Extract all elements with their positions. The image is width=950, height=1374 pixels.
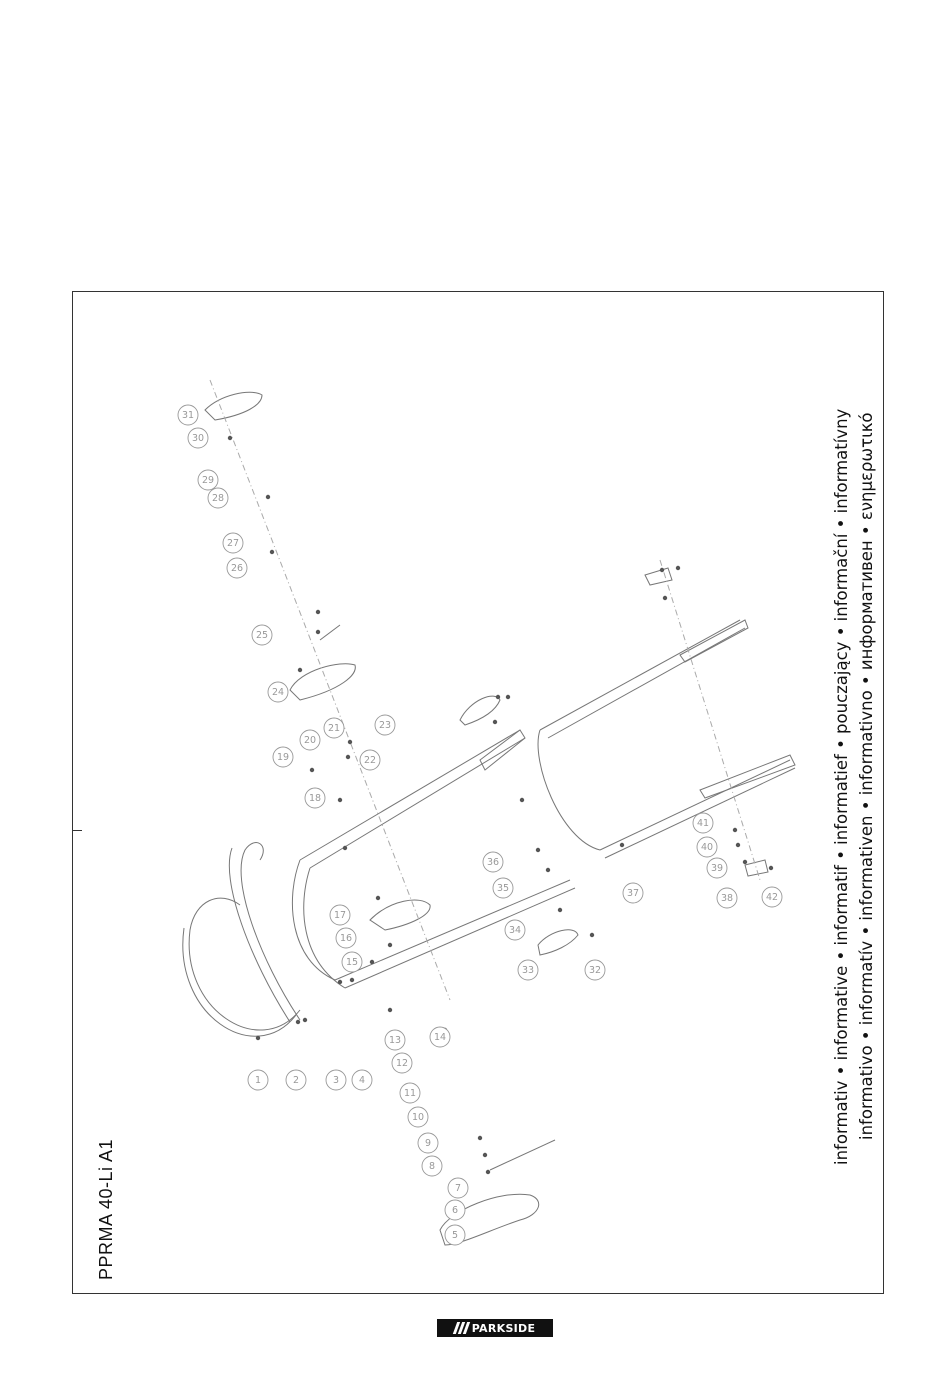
svg-text:10: 10	[412, 1112, 424, 1123]
informative-line-2: informativo • informatív • informativen …	[857, 412, 876, 1140]
svg-text:5: 5	[452, 1230, 458, 1241]
svg-text:20: 20	[304, 735, 316, 746]
callout-7: 7	[447, 1177, 469, 1199]
diagram-frame	[72, 291, 884, 1294]
svg-text:40: 40	[701, 842, 713, 853]
svg-text:1: 1	[255, 1075, 261, 1086]
callout-30: 30	[187, 427, 209, 449]
callout-12: 12	[391, 1052, 413, 1074]
svg-text:23: 23	[379, 720, 391, 731]
part-callouts: 1 2 3 4 5 6 7 8 9 10 11 12 13 14 15 16 1…	[177, 404, 783, 1246]
callout-34: 34	[504, 919, 526, 941]
svg-text:39: 39	[711, 863, 723, 874]
svg-text:26: 26	[231, 563, 243, 574]
callout-35: 35	[492, 877, 514, 899]
svg-text:8: 8	[429, 1161, 435, 1172]
callout-6: 6	[444, 1199, 466, 1221]
svg-text:12: 12	[396, 1058, 408, 1069]
callout-18: 18	[304, 787, 326, 809]
svg-text:24: 24	[272, 687, 284, 698]
informative-line-1: informativ • informative • informatif • …	[832, 408, 851, 1165]
brand-name: PARKSIDE	[471, 1321, 536, 1335]
svg-text:18: 18	[309, 793, 321, 804]
svg-text:19: 19	[277, 752, 289, 763]
svg-text:33: 33	[522, 965, 534, 976]
svg-text:25: 25	[256, 630, 268, 641]
svg-text:21: 21	[328, 723, 340, 734]
frame-tick-mark	[72, 830, 82, 831]
callout-9: 9	[417, 1132, 439, 1154]
svg-text:4: 4	[359, 1075, 365, 1086]
callout-13: 13	[384, 1029, 406, 1051]
callout-20: 20	[299, 729, 321, 751]
svg-text:27: 27	[227, 538, 239, 549]
callout-36: 36	[482, 851, 504, 873]
svg-text:32: 32	[589, 965, 601, 976]
svg-text:3: 3	[333, 1075, 339, 1086]
model-title: PPRMA 40-Li A1	[96, 1138, 116, 1280]
callout-23: 23	[374, 714, 396, 736]
svg-text:37: 37	[627, 888, 639, 899]
callout-1: 1	[247, 1069, 269, 1091]
svg-text:11: 11	[404, 1088, 416, 1099]
callout-17: 17	[329, 904, 351, 926]
callout-28: 28	[207, 487, 229, 509]
svg-text:14: 14	[434, 1032, 446, 1043]
svg-text:29: 29	[202, 475, 214, 486]
callout-19: 19	[272, 746, 294, 768]
svg-text:9: 9	[425, 1138, 431, 1149]
svg-text:31: 31	[182, 410, 194, 421]
svg-text:2: 2	[293, 1075, 299, 1086]
callout-25: 25	[251, 624, 273, 646]
callout-40: 40	[696, 836, 718, 858]
callout-5: 5	[444, 1224, 466, 1246]
callout-3: 3	[325, 1069, 347, 1091]
callout-31: 31	[177, 404, 199, 426]
svg-text:34: 34	[509, 925, 521, 936]
callout-8: 8	[421, 1155, 443, 1177]
callout-39: 39	[706, 857, 728, 879]
logo-stripes-icon	[452, 1322, 470, 1334]
callout-16: 16	[335, 927, 357, 949]
svg-text:42: 42	[766, 892, 778, 903]
callout-29: 29	[197, 469, 219, 491]
callout-26: 26	[226, 557, 248, 579]
callout-42: 42	[761, 886, 783, 908]
svg-text:17: 17	[334, 910, 346, 921]
callout-22: 22	[359, 749, 381, 771]
callout-33: 33	[517, 959, 539, 981]
callout-14: 14	[429, 1026, 451, 1048]
svg-text:7: 7	[455, 1183, 461, 1194]
callout-4: 4	[351, 1069, 373, 1091]
svg-text:22: 22	[364, 755, 376, 766]
svg-text:38: 38	[721, 893, 733, 904]
svg-text:35: 35	[497, 883, 509, 894]
svg-text:15: 15	[346, 957, 358, 968]
svg-text:16: 16	[340, 933, 352, 944]
callout-37: 37	[622, 882, 644, 904]
callout-21: 21	[323, 717, 345, 739]
callout-32: 32	[584, 959, 606, 981]
callout-27: 27	[222, 532, 244, 554]
callout-11: 11	[399, 1082, 421, 1104]
callout-2: 2	[285, 1069, 307, 1091]
callout-15: 15	[341, 951, 363, 973]
callout-24: 24	[267, 681, 289, 703]
callout-41: 41	[692, 812, 714, 834]
svg-text:36: 36	[487, 857, 499, 868]
svg-text:6: 6	[452, 1205, 458, 1216]
svg-text:28: 28	[212, 493, 224, 504]
parkside-logo: PARKSIDE	[437, 1319, 553, 1337]
callout-38: 38	[716, 887, 738, 909]
svg-text:30: 30	[192, 433, 204, 444]
callout-10: 10	[407, 1106, 429, 1128]
svg-text:13: 13	[389, 1035, 401, 1046]
svg-text:41: 41	[697, 818, 709, 829]
